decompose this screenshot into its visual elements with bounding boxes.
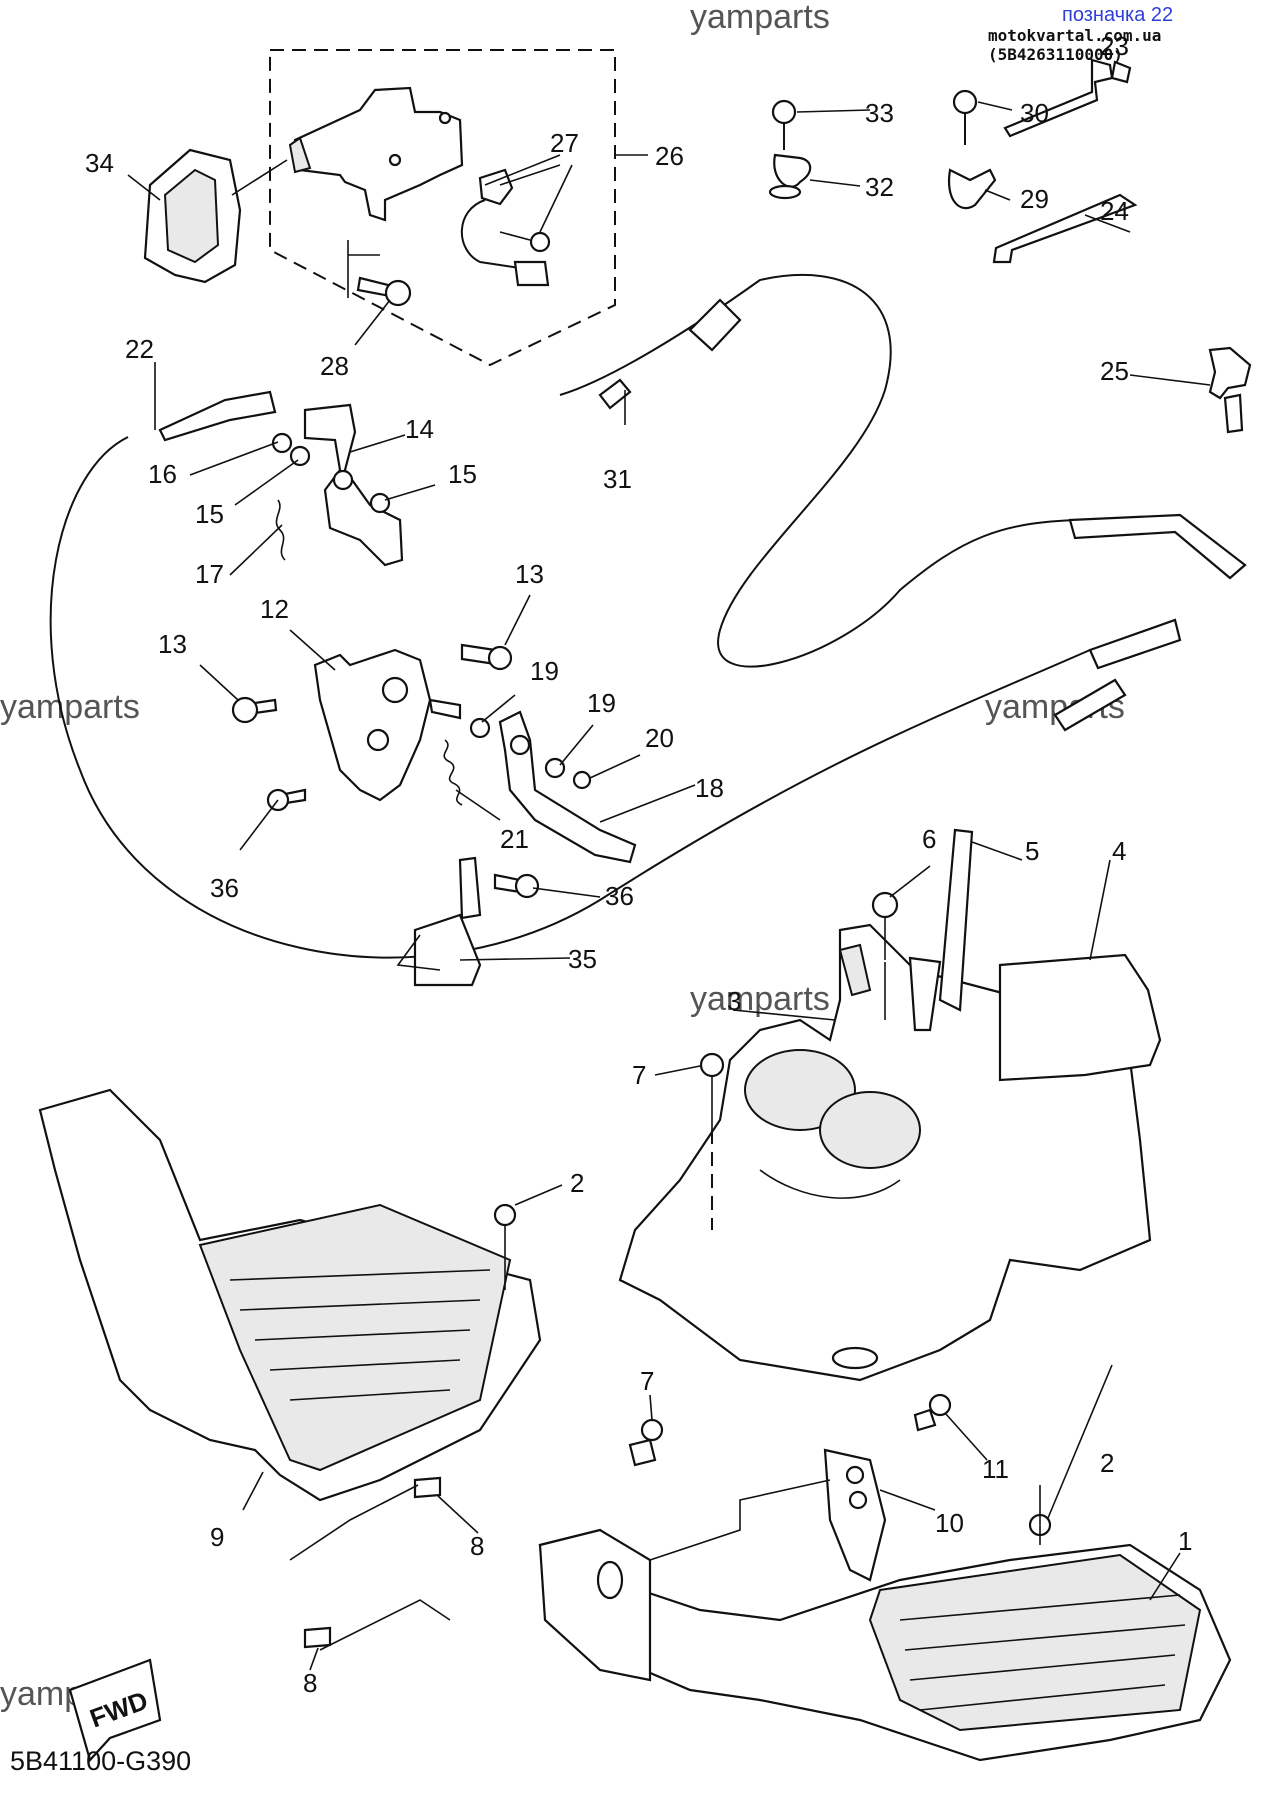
callout-15-right: 15: [448, 459, 477, 489]
watermark-center: yamparts: [690, 980, 830, 1018]
callout-26: 26: [655, 141, 684, 171]
callout-36-right: 36: [605, 881, 634, 911]
callout-3: 3: [727, 986, 741, 1016]
lid-4: [699, 828, 1162, 1230]
callout-23: 23: [1100, 31, 1129, 61]
callout-1: 1: [1178, 1526, 1192, 1556]
small-clips: [768, 89, 997, 210]
callout-32: 32: [865, 172, 894, 202]
callout-30: 30: [1020, 98, 1049, 128]
callout-27: 27: [550, 128, 579, 158]
fwd-arrow-icon: FWD: [68, 1658, 162, 1763]
callout-13-left: 13: [158, 629, 187, 659]
callout-18: 18: [695, 773, 724, 803]
callout-16: 16: [148, 459, 177, 489]
callout-20: 20: [645, 723, 674, 753]
lever-arm-14: [275, 403, 404, 567]
callout-8-left: 8: [303, 1668, 317, 1698]
callout-15-left: 15: [195, 499, 224, 529]
callout-12: 12: [260, 594, 289, 624]
callout-22: 22: [125, 334, 154, 364]
callout-31: 31: [603, 464, 632, 494]
callout-numbers: 1 2 2 3 4 5 6 7 7 8 8 9 10 11 12 13 13 1…: [85, 31, 1192, 1698]
callout-8-right: 8: [470, 1531, 484, 1561]
callout-4: 4: [1112, 836, 1126, 866]
washers: [271, 432, 592, 790]
tie-bands: [992, 58, 1252, 434]
callout-11: 11: [982, 1454, 1009, 1484]
callout-6: 6: [922, 824, 936, 854]
callout-25: 25: [1100, 356, 1129, 386]
bracket-12: [231, 643, 513, 812]
pedal-lever-18: [443, 710, 637, 864]
stamp-label: позначка 22: [1062, 4, 1174, 26]
callout-5: 5: [1025, 836, 1039, 866]
watermark-left: yamparts: [0, 688, 140, 726]
leader-lines: [154, 101, 1211, 1671]
diagram-code: 5B41100-G390: [10, 1746, 192, 1776]
callout-36-left: 36: [210, 873, 239, 903]
watermark-top: yamparts: [690, 0, 830, 36]
callout-14: 14: [405, 414, 434, 444]
callout-35: 35: [568, 944, 597, 974]
stamp-site: motokvartal.com.ua (5B4263110000): [988, 26, 1162, 64]
callout-13-top: 13: [515, 559, 544, 589]
callout-33: 33: [865, 98, 894, 128]
callout-7-top: 7: [632, 1060, 646, 1090]
lever-assembly-group: [269, 49, 648, 367]
throttle-cables: [49, 273, 1247, 959]
callout-19-top: 19: [530, 656, 559, 686]
callout-24: 24: [1100, 196, 1129, 226]
callout-7-bottom: 7: [640, 1366, 654, 1396]
callout-34: 34: [85, 148, 114, 178]
callout-21: 21: [500, 824, 529, 854]
lever-cover: [127, 148, 288, 284]
callout-2-left: 2: [570, 1168, 584, 1198]
callout-29: 29: [1020, 184, 1049, 214]
callout-28: 28: [320, 351, 349, 381]
footboard-1: [538, 1393, 1232, 1762]
callout-19-right: 19: [587, 688, 616, 718]
footboard-9: [38, 1088, 542, 1651]
callout-10: 10: [935, 1508, 964, 1538]
callout-17: 17: [195, 559, 224, 589]
callout-2-right: 2: [1100, 1448, 1114, 1478]
callout-9: 9: [210, 1522, 224, 1552]
bolt-28: [347, 240, 412, 346]
bracket-35: [396, 856, 540, 987]
